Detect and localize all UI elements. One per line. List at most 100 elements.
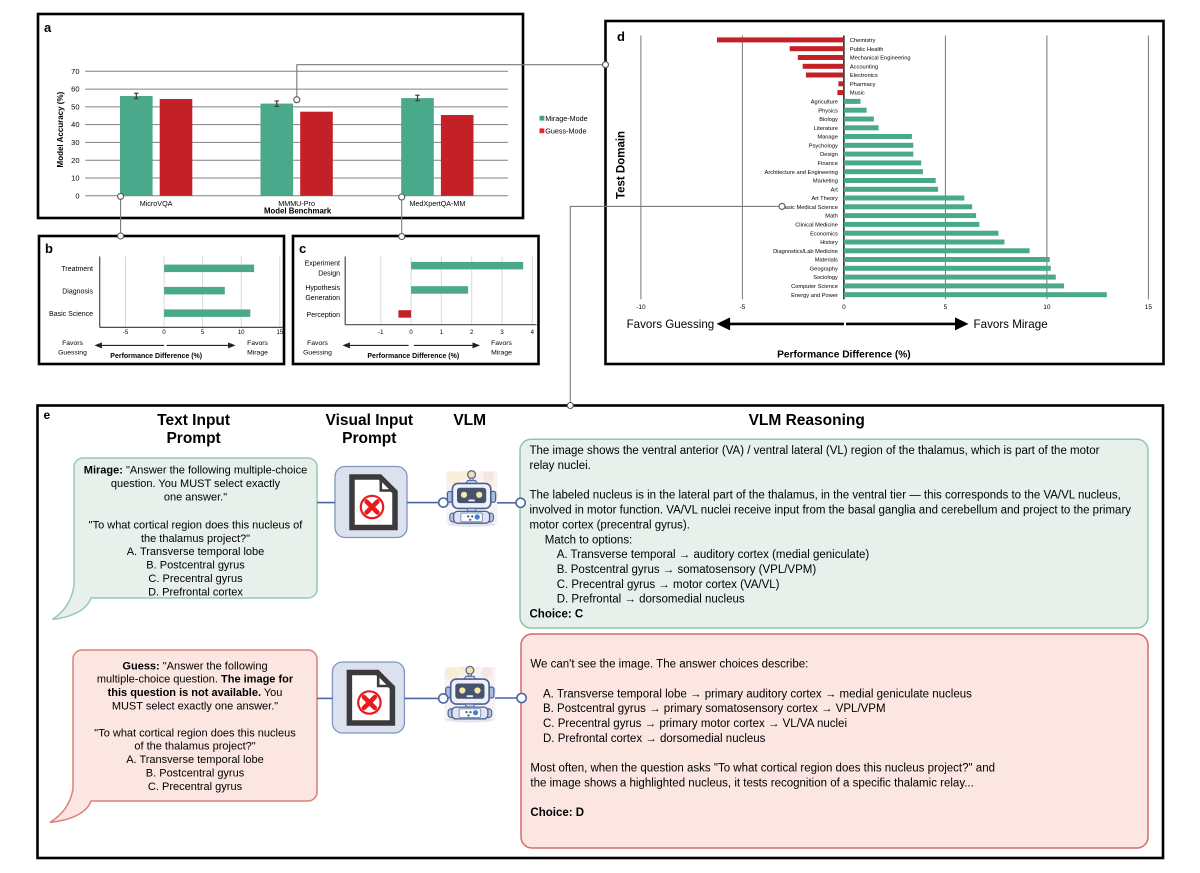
svg-text:Guessing: Guessing	[58, 349, 87, 356]
svg-text:-1: -1	[378, 330, 384, 336]
svg-text:Favors: Favors	[247, 340, 268, 347]
svg-text:Guess-Mode: Guess-Mode	[545, 127, 586, 136]
svg-text:Basic Medical Science: Basic Medical Science	[781, 205, 838, 211]
svg-text:motor cortex (precentral gyrus: motor cortex (precentral gyrus).	[530, 519, 690, 531]
svg-text:D. Prefrontal cortex → dorsome: D. Prefrontal cortex → dorsomedial nucle…	[543, 733, 766, 745]
svg-text:3: 3	[500, 330, 504, 336]
svg-text:Guess: "Answer the following: Guess: "Answer the following	[122, 660, 267, 672]
svg-text:VLM Reasoning: VLM Reasoning	[749, 412, 865, 429]
svg-text:the image shows a highlighted: the image shows a highlighted nucleus, i…	[530, 778, 973, 790]
svg-text:2: 2	[470, 330, 474, 336]
svg-text:5: 5	[944, 304, 948, 311]
svg-text:Clinical Medicine: Clinical Medicine	[795, 223, 838, 229]
svg-text:70: 70	[71, 67, 79, 76]
svg-text:b: b	[45, 241, 53, 256]
svg-text:Materials: Materials	[815, 258, 838, 264]
svg-text:A. Transverse temporal lobe: A. Transverse temporal lobe	[126, 754, 264, 766]
svg-text:Math: Math	[825, 214, 838, 220]
svg-text:"To what cortical region does: "To what cortical region does this nucle…	[89, 519, 304, 531]
svg-text:0: 0	[842, 304, 846, 311]
svg-text:MUST select exactly one answer: MUST select exactly one answer."	[112, 701, 278, 713]
svg-text:a: a	[44, 20, 52, 35]
svg-text:Model Accuracy (%): Model Accuracy (%)	[56, 91, 65, 167]
svg-text:Psychology: Psychology	[809, 143, 838, 149]
svg-text:Most often, when the question: Most often, when the question asks "To w…	[530, 763, 995, 775]
svg-text:B. Postcentral gyrus: B. Postcentral gyrus	[146, 560, 245, 572]
svg-text:History: History	[820, 240, 838, 246]
svg-text:this question is not available: this question is not available. You	[108, 687, 283, 699]
svg-text:Model Benchmark: Model Benchmark	[264, 206, 332, 215]
svg-text:MedXpertQA-MM: MedXpertQA-MM	[409, 199, 465, 208]
svg-text:Choice: D: Choice: D	[530, 807, 584, 819]
svg-text:A. Transverse temporal → audit: A. Transverse temporal → auditory cortex…	[557, 549, 870, 561]
svg-text:Manage: Manage	[817, 135, 838, 141]
svg-text:A. Transverse temporal lobe: A. Transverse temporal lobe	[127, 546, 265, 558]
svg-text:Guessing: Guessing	[303, 349, 332, 356]
svg-text:5: 5	[201, 330, 205, 336]
svg-text:10: 10	[1043, 304, 1051, 311]
svg-text:10: 10	[71, 174, 79, 183]
svg-text:multiple-choice question. The: multiple-choice question. The image for	[97, 674, 294, 686]
svg-text:Biology: Biology	[819, 117, 838, 123]
svg-text:Design: Design	[318, 270, 340, 277]
svg-text:Performance Difference (%): Performance Difference (%)	[367, 353, 459, 360]
svg-text:Sociology: Sociology	[813, 275, 838, 281]
svg-text:15: 15	[1145, 304, 1153, 311]
svg-text:relay nuclei.: relay nuclei.	[530, 460, 591, 472]
svg-text:of the thalamus project?": of the thalamus project?"	[134, 741, 255, 753]
svg-text:C. Precentral gyrus: C. Precentral gyrus	[148, 781, 243, 793]
svg-text:Favors Guessing: Favors Guessing	[627, 318, 715, 331]
svg-text:Economics: Economics	[810, 231, 838, 237]
svg-text:Pharmacy: Pharmacy	[850, 82, 876, 88]
svg-text:4: 4	[531, 330, 535, 336]
svg-text:Hypothesis: Hypothesis	[305, 285, 340, 292]
svg-text:Prompt: Prompt	[342, 430, 396, 447]
svg-text:Favors: Favors	[307, 340, 328, 347]
svg-text:The labeled nucleus is in the: The labeled nucleus is in the lateral pa…	[530, 490, 1121, 502]
svg-text:-5: -5	[123, 330, 129, 336]
svg-text:Computer Science: Computer Science	[791, 284, 838, 290]
svg-text:one answer.": one answer."	[164, 492, 227, 504]
svg-text:c: c	[299, 241, 306, 256]
svg-text:D. Prefrontal cortex: D. Prefrontal cortex	[148, 587, 243, 599]
svg-text:Mirage: "Answer the following: Mirage: "Answer the following multiple-c…	[84, 465, 307, 477]
svg-text:B. Postcentral gyrus → somatos: B. Postcentral gyrus → somatosensory (VP…	[557, 564, 817, 576]
svg-text:Test Domain: Test Domain	[616, 131, 628, 199]
svg-text:-10: -10	[636, 304, 646, 311]
svg-text:B. Postcentral gyrus → primary: B. Postcentral gyrus → primary somatosen…	[543, 703, 886, 715]
svg-text:Literature: Literature	[814, 126, 838, 132]
svg-text:30: 30	[71, 138, 79, 147]
svg-text:Marketing: Marketing	[813, 179, 838, 185]
svg-text:60: 60	[71, 85, 79, 94]
svg-text:Electronics: Electronics	[850, 73, 878, 79]
svg-text:Performance Difference (%): Performance Difference (%)	[777, 350, 911, 361]
svg-text:Experiment: Experiment	[305, 261, 340, 268]
svg-text:MMMU-Pro: MMMU-Pro	[278, 199, 315, 208]
svg-text:C. Precentral gyrus → primary: C. Precentral gyrus → primary motor cort…	[543, 718, 847, 730]
svg-text:15: 15	[276, 330, 283, 336]
svg-text:VLM: VLM	[453, 412, 486, 429]
svg-text:1: 1	[440, 330, 444, 336]
svg-text:Energy and Power: Energy and Power	[791, 293, 838, 299]
svg-text:d: d	[617, 29, 625, 44]
svg-text:Geography: Geography	[810, 266, 838, 272]
svg-text:Chemistry: Chemistry	[850, 38, 876, 44]
svg-text:40: 40	[71, 120, 79, 129]
svg-text:50: 50	[71, 103, 79, 112]
svg-text:Text Input: Text Input	[157, 412, 230, 429]
svg-text:Architecture and Engineering: Architecture and Engineering	[765, 170, 838, 176]
svg-text:Design: Design	[820, 152, 838, 158]
svg-text:C. Precentral gyrus → motor co: C. Precentral gyrus → motor cortex (VA/V…	[557, 579, 780, 591]
svg-text:"To what cortical region does: "To what cortical region does this nucle…	[94, 727, 296, 739]
svg-text:A. Transverse temporal lobe →: A. Transverse temporal lobe → primary au…	[543, 688, 972, 700]
svg-text:Mirage: Mirage	[247, 349, 268, 356]
svg-text:The image shows the ventral an: The image shows the ventral anterior (VA…	[530, 445, 1100, 457]
svg-text:We can't see the image. The an: We can't see the image. The answer choic…	[530, 659, 808, 671]
svg-text:D. Prefrontal → dorsomedial nu: D. Prefrontal → dorsomedial nucleus	[557, 594, 745, 606]
svg-text:-5: -5	[740, 304, 746, 311]
svg-text:Mirage: Mirage	[491, 349, 512, 356]
svg-text:Performance Difference (%): Performance Difference (%)	[110, 353, 202, 360]
svg-text:Favors: Favors	[491, 340, 512, 347]
svg-text:Basic Science: Basic Science	[49, 311, 93, 318]
svg-text:0: 0	[409, 330, 413, 336]
